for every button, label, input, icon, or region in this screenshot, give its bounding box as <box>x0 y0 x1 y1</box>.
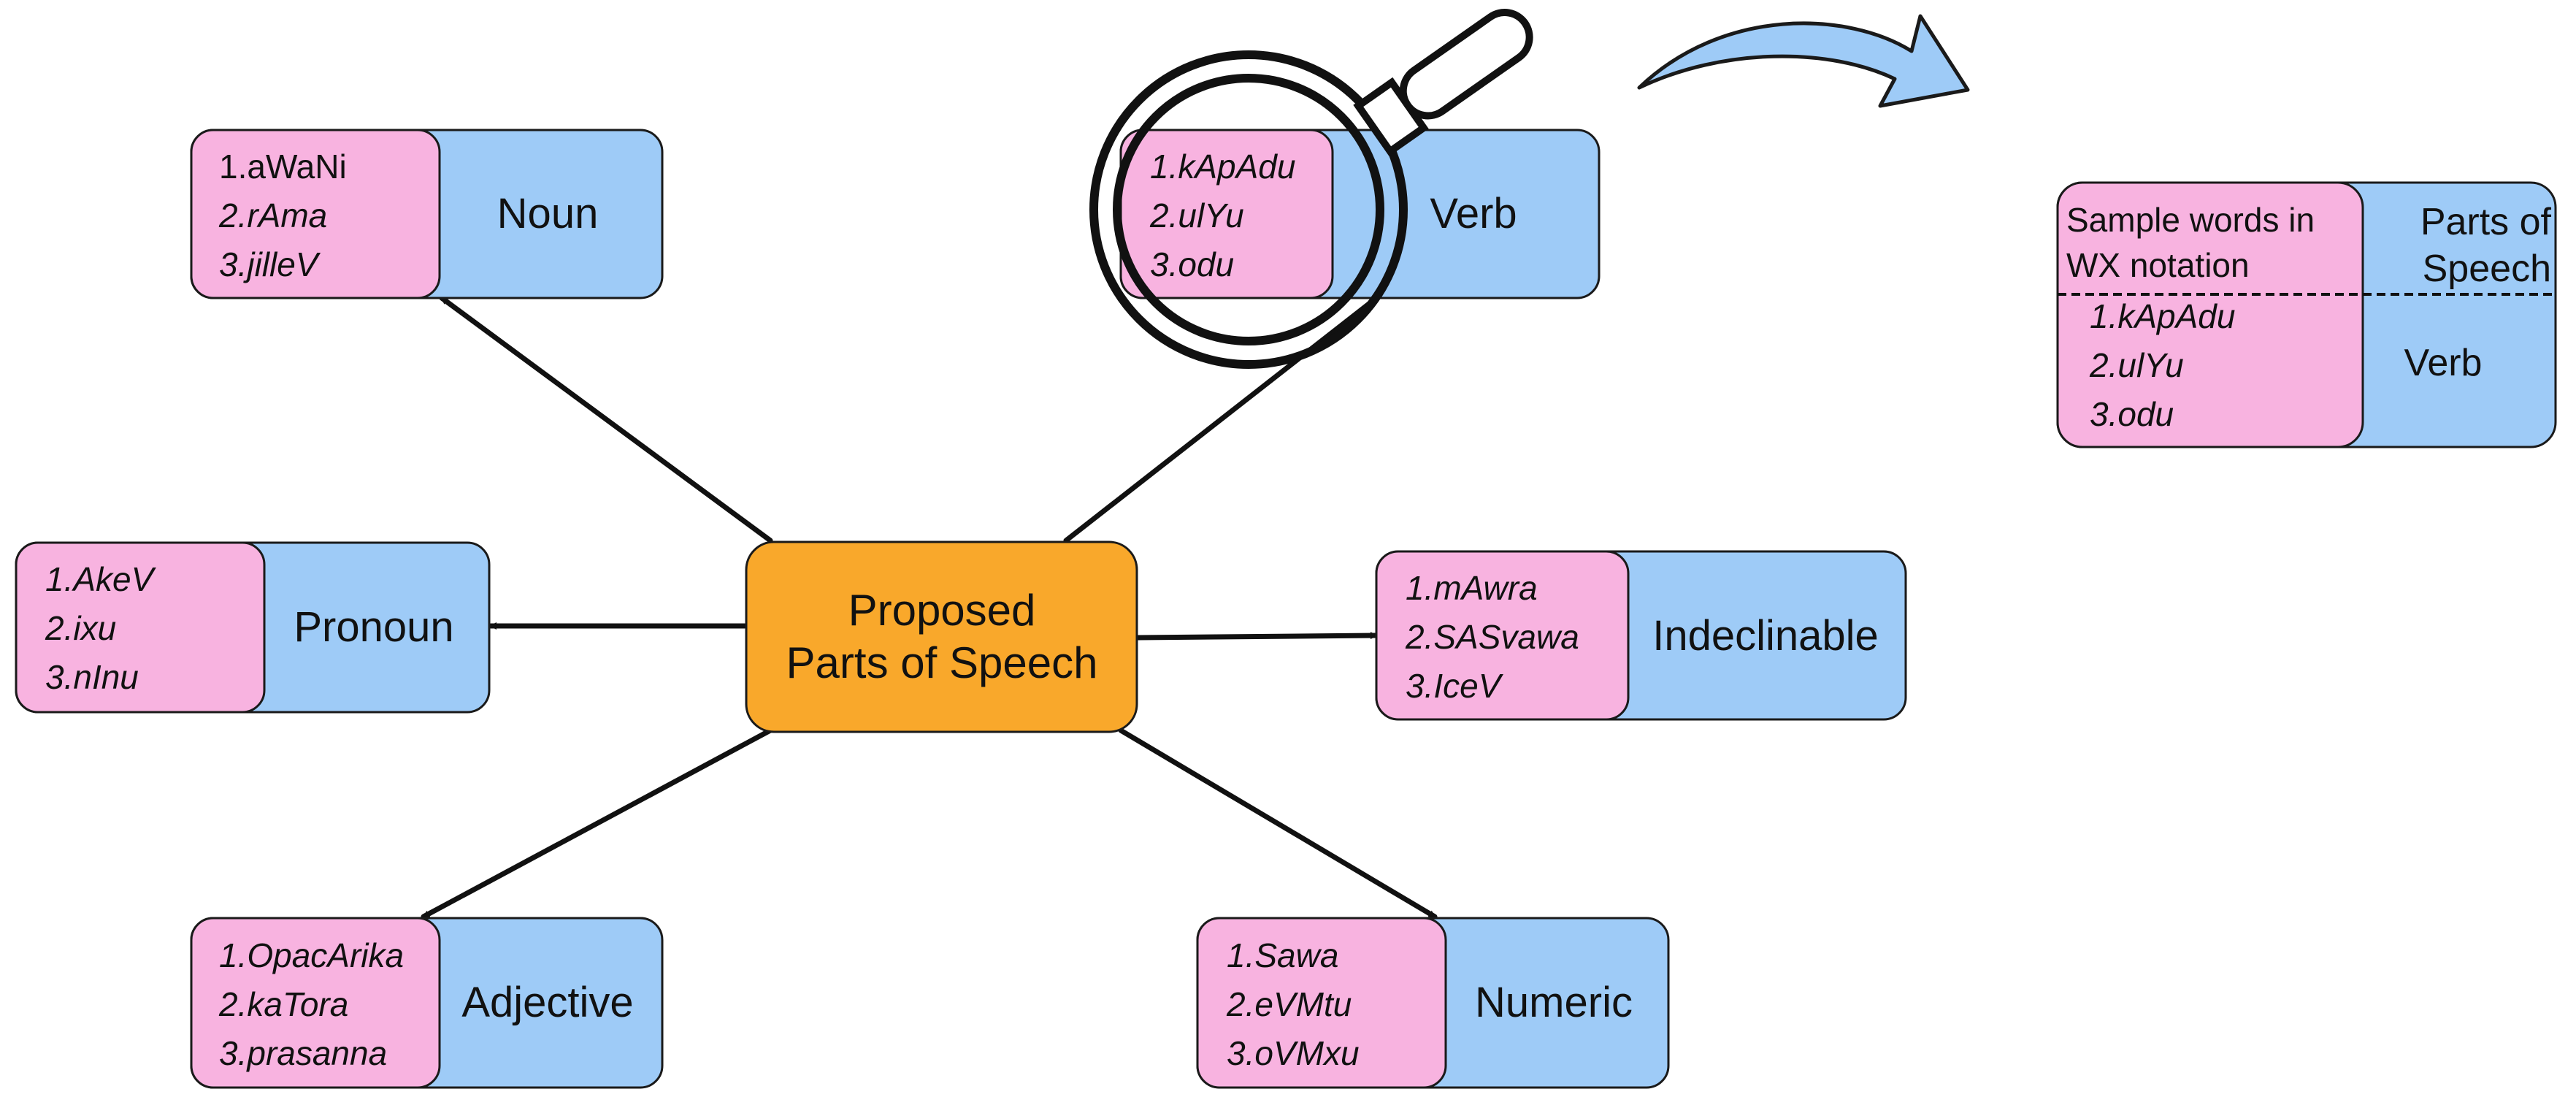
indeclinable-label: Indeclinable <box>1652 612 1879 660</box>
adjective-example-3: 3.prasanna <box>219 1034 388 1072</box>
indeclinable-box <box>1375 550 1907 721</box>
legend-header-right-line-2: Speech <box>2422 248 2551 290</box>
adjective-example-2: 2.kaTora <box>219 985 349 1023</box>
numeric-label: Numeric <box>1475 979 1633 1026</box>
numeric-example-1: 1.Sawa <box>1227 936 1339 974</box>
noun-example-2: 2.rAma <box>219 196 328 234</box>
magnifying-glass-icon <box>1089 9 1533 369</box>
arrow-to-adjective <box>421 727 773 920</box>
verb-example-2: 2.ulYu <box>1150 196 1244 234</box>
legend-header-right: Parts of Speech <box>2420 199 2551 292</box>
pronoun-box <box>15 541 491 714</box>
legend-example-2: 2.ulYu <box>2090 346 2184 384</box>
curved-arrow-icon <box>1637 14 1970 108</box>
pronoun-label: Pronoun <box>294 603 454 651</box>
pronoun-example-2: 2.ixu <box>45 609 117 647</box>
adjective-box <box>190 917 664 1089</box>
verb-example-3: 3.odu <box>1150 245 1235 283</box>
arrow-to-numeric <box>1118 727 1438 920</box>
arrow-to-verb <box>1063 295 1379 543</box>
pronoun-example-1: 1.AkeV <box>45 560 154 598</box>
center-title-line-2: Parts of Speech <box>786 638 1098 687</box>
pronoun-example-3: 3.nInu <box>45 658 139 696</box>
legend-header-left-line-2: WX notation <box>2066 246 2250 284</box>
center-box <box>745 540 1138 733</box>
legend-header-left-line-1: Sample words in <box>2066 201 2315 239</box>
numeric-box <box>1196 917 1670 1089</box>
arrow-to-noun <box>439 295 773 543</box>
numeric-example-2: 2.eVMtu <box>1227 985 1352 1023</box>
verb-example-1: 1.kApAdu <box>1150 148 1296 186</box>
adjective-example-1: 1.OpacArika <box>219 936 405 974</box>
center-title-line-1: Proposed <box>848 586 1036 635</box>
verb-label: Verb <box>1430 190 1517 237</box>
center-title: Proposed Parts of Speech <box>786 584 1098 689</box>
arrow-to-indeclinable <box>1135 632 1379 641</box>
indeclinable-example-3: 3.IceV <box>1406 667 1501 705</box>
legend-example-3: 3.odu <box>2090 395 2174 433</box>
legend-example-1: 1.kApAdu <box>2090 297 2236 335</box>
legend-box <box>2056 181 2557 448</box>
legend-header-left: Sample words in WX notation <box>2066 197 2315 288</box>
indeclinable-example-2: 2.SASvawa <box>1406 618 1579 656</box>
numeric-example-3: 3.oVMxu <box>1227 1034 1360 1072</box>
noun-example-3: 3.jilleV <box>219 245 318 283</box>
legend-label: Verb <box>2404 342 2483 384</box>
indeclinable-example-1: 1.mAwra <box>1406 569 1538 607</box>
legend-header-right-line-1: Parts of <box>2420 201 2551 243</box>
noun-example-1: 1.aWaNi <box>219 148 347 186</box>
adjective-label: Adjective <box>461 979 634 1026</box>
noun-box <box>190 129 664 299</box>
noun-label: Noun <box>497 190 599 237</box>
